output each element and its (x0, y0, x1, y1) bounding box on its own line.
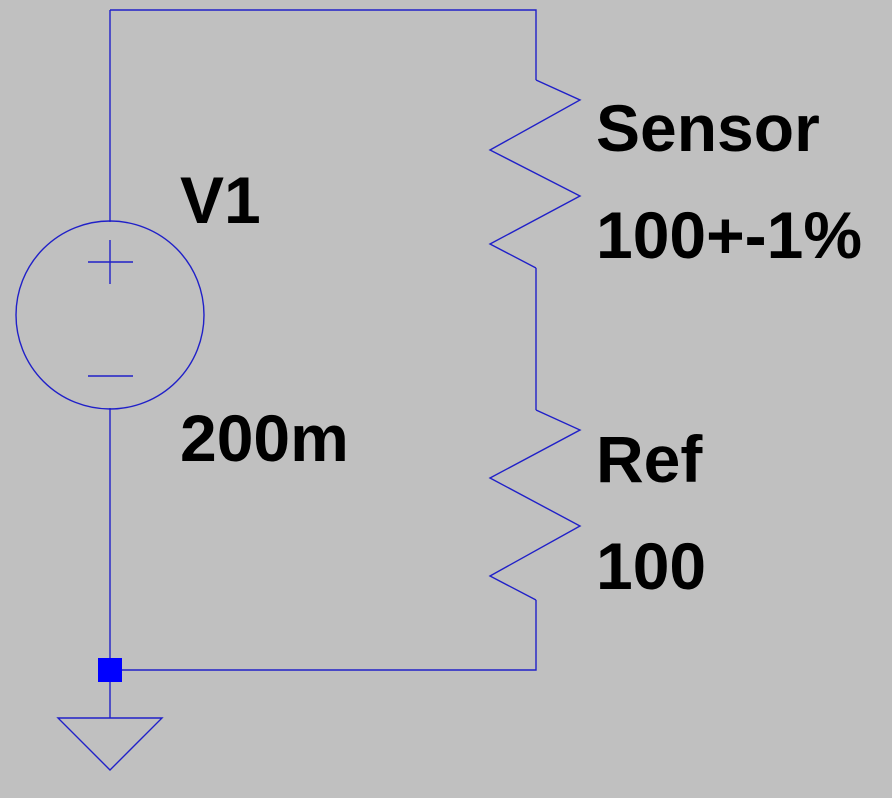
sensor-value-label[interactable]: 100+-1% (596, 198, 862, 272)
voltage-source-v1[interactable] (15, 220, 205, 410)
resistor-sensor[interactable] (488, 79, 582, 269)
v1-value-label[interactable]: 200m (180, 401, 349, 475)
wire-top[interactable] (110, 9, 537, 80)
sensor-name-label[interactable]: Sensor (596, 91, 820, 165)
junction-node[interactable] (98, 658, 122, 682)
v1-name-label[interactable]: V1 (180, 163, 261, 237)
ground-icon[interactable] (56, 717, 164, 771)
voltage-source-body (15, 220, 205, 410)
resistor-ref[interactable] (488, 409, 582, 601)
plus-icon (88, 240, 133, 284)
ref-name-label[interactable]: Ref (596, 422, 703, 496)
wire-bottom[interactable] (110, 600, 537, 671)
ref-value-label[interactable]: 100 (596, 529, 706, 603)
wires (109, 9, 537, 718)
